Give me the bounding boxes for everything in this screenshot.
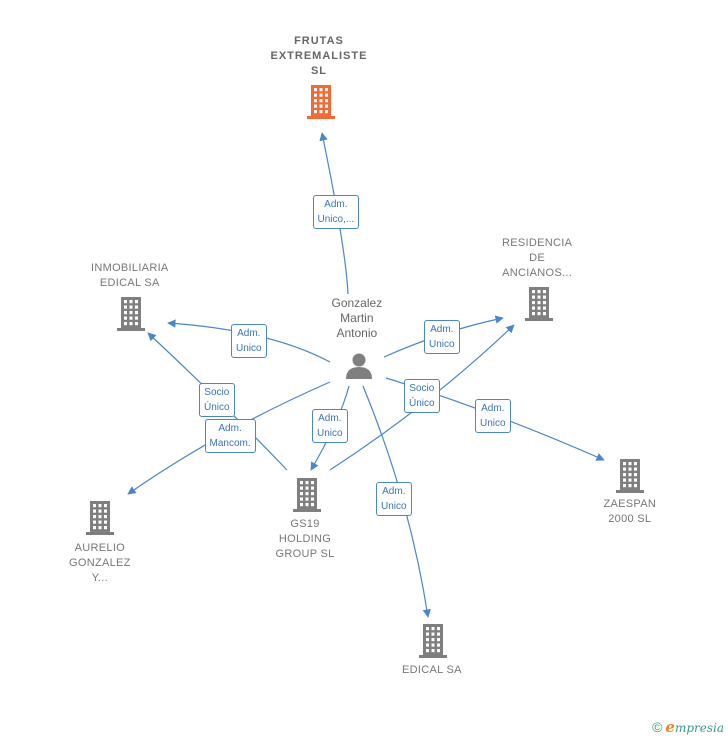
person-icon[interactable] bbox=[346, 353, 372, 380]
copyright-icon: © bbox=[652, 719, 663, 735]
relation-label-center-frutas[interactable]: Adm. Unico,... bbox=[312, 195, 360, 229]
relation-label-line: Adm. bbox=[237, 328, 261, 339]
building-icon[interactable] bbox=[293, 478, 321, 512]
relation-label-center-zaespan[interactable]: Adm. Unico bbox=[475, 399, 511, 433]
relation-label-line: Adm. bbox=[481, 403, 505, 414]
person-name-line: Gonzalez bbox=[331, 296, 383, 310]
relation-label-line: Único bbox=[204, 402, 230, 413]
company-name-line: ANCIANOS... bbox=[502, 267, 573, 279]
edge-center-to-frutas bbox=[319, 132, 349, 295]
company-name-line: 2000 SL bbox=[608, 513, 652, 525]
company-name-frutas[interactable]: FRUTAS EXTREMALISTE SL bbox=[271, 34, 368, 79]
company-name-residencia[interactable]: RESIDENCIA DE ANCIANOS... bbox=[502, 236, 572, 281]
building-icon[interactable] bbox=[419, 624, 447, 658]
company-name-line: INMOBILIARIA bbox=[91, 262, 169, 274]
node-icons bbox=[86, 85, 644, 658]
relation-label-line: Unico bbox=[317, 428, 343, 439]
relation-label-center-residencia[interactable]: Adm. Unico bbox=[424, 320, 460, 354]
footer: © empresia bbox=[652, 718, 724, 736]
building-icon[interactable] bbox=[117, 297, 145, 331]
person-name-line: Martin bbox=[340, 311, 374, 325]
company-name-inmobiliaria[interactable]: INMOBILIARIA EDICAL SA bbox=[91, 261, 169, 291]
building-icon[interactable] bbox=[307, 85, 335, 119]
relation-label-line: Unico bbox=[429, 339, 455, 350]
relation-label-center-edical[interactable]: Adm. Unico bbox=[376, 482, 412, 516]
person-name-line: Antonio bbox=[336, 326, 378, 340]
company-name-line: ZAESPAN bbox=[603, 498, 657, 510]
company-name-line: AURELIO bbox=[74, 542, 126, 554]
relation-label-line: Adm. bbox=[382, 486, 406, 497]
company-name-line: SL bbox=[310, 65, 327, 77]
company-name-line: RESIDENCIA bbox=[502, 237, 573, 249]
company-name-line: GONZALEZ bbox=[69, 557, 131, 569]
brand-rest: mpresia bbox=[674, 721, 724, 735]
company-name-line: DE bbox=[529, 252, 546, 264]
brand-logo[interactable]: empresia bbox=[665, 718, 724, 736]
brand-initial: e bbox=[665, 718, 675, 736]
company-name-line: FRUTAS bbox=[294, 35, 344, 47]
relation-label-line: Unico bbox=[381, 501, 407, 512]
relation-label-center-gs19[interactable]: Adm. Unico bbox=[312, 409, 348, 443]
relation-label-line: Adm. bbox=[218, 423, 242, 434]
company-name-edical[interactable]: EDICAL SA bbox=[402, 663, 462, 678]
relation-label-line: Socio bbox=[204, 387, 230, 398]
company-name-line: Y... bbox=[91, 572, 108, 584]
building-icon[interactable] bbox=[616, 459, 644, 493]
company-name-line: EDICAL SA bbox=[402, 664, 462, 676]
relation-label-line: Unico bbox=[236, 343, 262, 354]
relation-label-center-aurelio[interactable]: Adm. Mancom. bbox=[204, 419, 256, 453]
company-name-line: EDICAL SA bbox=[99, 277, 160, 289]
relation-label-line: Único bbox=[409, 398, 435, 409]
company-name-line: GS19 bbox=[290, 518, 320, 530]
relation-label-line: Socio bbox=[409, 383, 435, 394]
relation-label-line: Adm. bbox=[318, 413, 342, 424]
company-name-line: HOLDING bbox=[278, 533, 332, 545]
company-name-zaespan[interactable]: ZAESPAN 2000 SL bbox=[604, 497, 657, 527]
building-icon[interactable] bbox=[525, 287, 553, 321]
company-name-line: EXTREMALISTE bbox=[270, 50, 368, 62]
company-name-line: GROUP SL bbox=[275, 548, 335, 560]
relation-label-center-inmobiliaria[interactable]: Adm. Unico bbox=[231, 324, 267, 358]
building-icon[interactable] bbox=[86, 501, 114, 535]
relation-label-line: Unico,... bbox=[317, 214, 355, 225]
relation-label-line: Adm. bbox=[324, 199, 348, 210]
relation-label-line: Unico bbox=[480, 418, 506, 429]
relation-label-line: Mancom. bbox=[209, 438, 251, 449]
relation-label-line: Adm. bbox=[430, 324, 454, 335]
company-name-aurelio[interactable]: AURELIO GONZALEZ Y... bbox=[69, 541, 131, 586]
